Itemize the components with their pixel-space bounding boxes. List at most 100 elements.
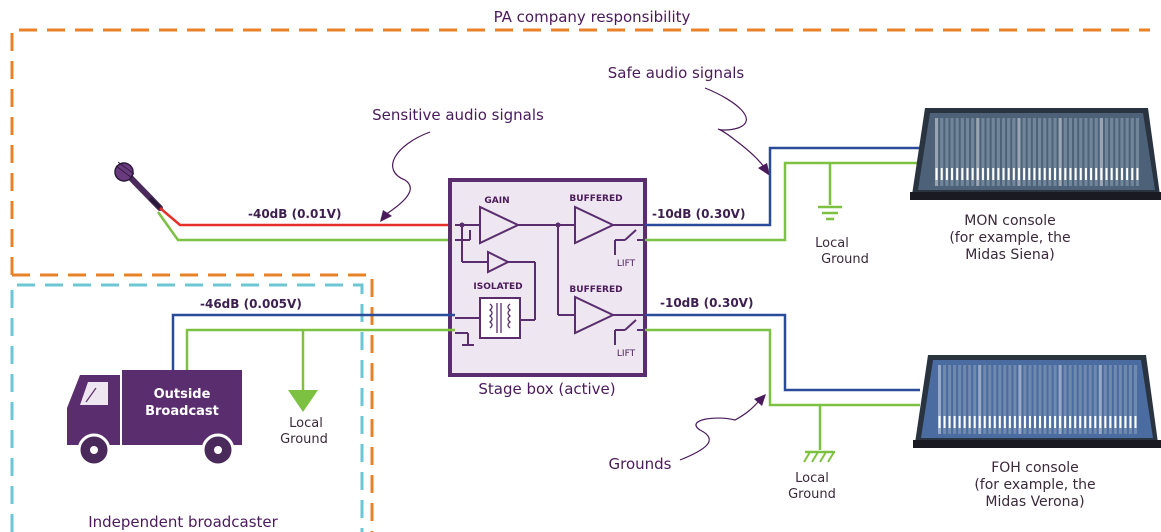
mon-console-image [910, 108, 1161, 200]
console-channel-strip [1013, 365, 1017, 434]
console-fader [1039, 416, 1042, 428]
console-fader [1074, 168, 1077, 180]
console-fader [961, 168, 964, 180]
console-fader [940, 168, 943, 180]
console-fader [983, 416, 986, 428]
console-channel-strip [1027, 118, 1031, 186]
console-channel-strip [1043, 118, 1047, 186]
console-channel-strip [1068, 118, 1073, 186]
mon-ground-icon [818, 205, 842, 221]
console-channel-strip [981, 118, 985, 186]
console-fader [1023, 416, 1026, 428]
console-channel-strip [948, 365, 952, 434]
foh-console-line3: Midas Verona) [985, 494, 1084, 510]
console-fader [1008, 416, 1011, 428]
console-channel-strip [1048, 118, 1052, 186]
console-fader [1028, 168, 1031, 180]
console-fader [1038, 168, 1041, 180]
pa-company-zone [10, 28, 1150, 532]
console-fader [1023, 168, 1026, 180]
console-channel-strip [1038, 118, 1042, 186]
console-channel-strip [965, 118, 970, 186]
console-channel-strip [960, 118, 964, 186]
console-channel-strip [1133, 365, 1137, 434]
console-channel-strip [1110, 118, 1114, 186]
console-fader [1134, 416, 1137, 428]
console-channel-strip [1012, 118, 1016, 186]
console-channel-strip [1053, 365, 1057, 434]
foh-console-line2: (for example, the [974, 477, 1095, 493]
console-fader [1054, 168, 1057, 180]
mon-console-line1: MON console [964, 213, 1056, 229]
console-fader [1007, 168, 1010, 180]
buffered-bottom-label: BUFFERED [569, 285, 622, 295]
console-channel-strip [1007, 118, 1011, 186]
console-channel-strip [1099, 118, 1103, 186]
foh-ground-line2: Ground [788, 487, 836, 502]
truck-ground-line1: Local [289, 416, 323, 431]
console-fader [1017, 168, 1020, 180]
console-fader [1084, 168, 1087, 180]
console-fader [1100, 168, 1103, 180]
grounds-pointer [679, 394, 766, 461]
console-fader [1079, 416, 1082, 428]
console-fader [1089, 416, 1092, 428]
console-fader [935, 168, 938, 180]
truck-ground-icon [288, 390, 318, 412]
console-channel-strip [1094, 118, 1098, 186]
safe-pointer [704, 87, 770, 176]
console-channel-strip [996, 118, 1000, 186]
foh-ground-icon [803, 450, 835, 463]
console-fader [1013, 416, 1016, 428]
console-channel-strip [1108, 365, 1112, 434]
console-fader [1033, 416, 1036, 428]
console-channel-strip [1001, 118, 1006, 186]
mon-ground-line1: Local [815, 236, 849, 251]
isolated-label: ISOLATED [473, 282, 522, 292]
console-channel-strip [1130, 118, 1134, 186]
console-channel-strip [973, 365, 977, 434]
console-fader [1109, 416, 1112, 428]
console-channel-strip [1089, 118, 1093, 186]
lift-bottom-label: LIFT [617, 349, 636, 359]
console-channel-strip [958, 365, 962, 434]
console-channel-strip [1083, 365, 1087, 434]
console-fader [1104, 416, 1107, 428]
console-fader [1120, 168, 1123, 180]
truck-label-line1: Outside [154, 387, 211, 402]
console-fader [1084, 416, 1087, 428]
mon-level-label: -10dB (0.30V) [652, 207, 745, 221]
broadcast-level-label: -46dB (0.005V) [200, 297, 302, 311]
console-channel-strip [1123, 365, 1127, 434]
console-channel-strip [1113, 365, 1117, 434]
console-channel-strip [1022, 118, 1026, 186]
console-channel-strip [938, 365, 942, 434]
console-channel-strip [1018, 365, 1022, 434]
stage-box: GAIN BUFFERED LIFT BUFFERED LIFT [448, 178, 647, 377]
truck-ground-line2: Ground [280, 432, 328, 447]
console-channel-strip [1058, 118, 1062, 186]
console-channel-strip [993, 365, 997, 434]
lift-top-label: LIFT [617, 259, 636, 269]
console-fader [1069, 416, 1072, 428]
console-fader [1110, 168, 1113, 180]
grounds-label: Grounds [609, 455, 672, 473]
console-fader [938, 416, 941, 428]
console-fader [987, 168, 990, 180]
console-fader [948, 416, 951, 428]
console-fader [1049, 416, 1052, 428]
microphone-icon [114, 161, 163, 211]
foh-level-label: -10dB (0.30V) [660, 296, 753, 310]
console-channel-strip [978, 365, 982, 434]
console-fader [951, 168, 954, 180]
console-channel-strip [971, 118, 975, 186]
console-channel-strip [1028, 365, 1032, 434]
foh-console-line1: FOH console [991, 460, 1079, 476]
console-fader [981, 168, 984, 180]
console-channel-strip [955, 118, 959, 186]
safe-signals-label: Safe audio signals [608, 64, 745, 82]
console-fader [1095, 168, 1098, 180]
console-channel-strip [998, 365, 1002, 434]
buffered-top-label: BUFFERED [569, 194, 622, 204]
